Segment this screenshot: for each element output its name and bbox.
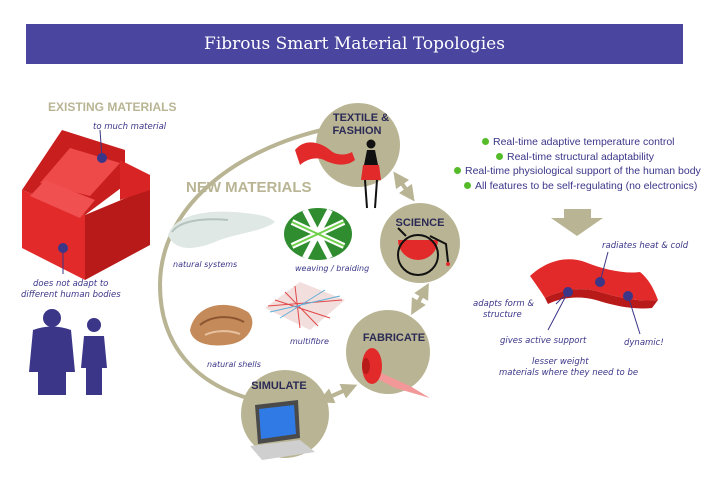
green-bullet-icon (464, 181, 471, 189)
page-title: Fibrous Smart Material Topologies (204, 34, 505, 54)
arrow-science-fabricate (411, 283, 429, 315)
adaptive-fabric-icon (530, 259, 658, 301)
fabric-shadow (545, 289, 658, 309)
note-dynamic: dynamic! (624, 338, 664, 348)
green-bullet-icon (496, 152, 503, 160)
marker-dot (97, 153, 107, 163)
feature-item: Real-time physiological support of the h… (454, 164, 701, 179)
leader-line (627, 295, 641, 335)
cycle-arc (157, 126, 331, 402)
natural-shells-image (190, 304, 253, 346)
existing-materials-heading: EXISTING MATERIALS (48, 100, 176, 114)
node-label-textile-2: FASHION (333, 125, 382, 137)
marker-dot (595, 277, 605, 287)
note-not-adapt-1: does not adapt to (33, 279, 108, 289)
marker-dot (58, 243, 68, 253)
item-label: natural systems (173, 260, 237, 269)
green-bullet-icon (482, 138, 489, 145)
leader-line (547, 291, 569, 331)
feature-item: Real-time adaptive temperature control (482, 135, 701, 150)
leader-line (599, 251, 609, 283)
note-radiates: radiates heat & cold (602, 241, 689, 251)
woman-figure-icon (361, 139, 381, 209)
title-banner: Fibrous Smart Material Topologies (26, 24, 683, 64)
note-adapts-1: adapts form & (473, 299, 534, 309)
item-label: multifibre (290, 337, 329, 346)
arrow-textile-science (393, 171, 415, 202)
marker-dot (623, 291, 633, 301)
human-figures-icon (29, 309, 107, 395)
item-label: natural shells (207, 360, 261, 369)
feature-list: Real-time adaptive temperature control R… (454, 135, 701, 193)
down-arrow-icon (551, 209, 603, 236)
natural-systems-image (168, 211, 275, 248)
laptop-icon (250, 400, 315, 460)
item-label: weaving / braiding (295, 264, 369, 273)
note-support: gives active support (500, 336, 587, 346)
node-label-simulate: SIMULATE (251, 380, 306, 392)
note-too-much-material: to much material (93, 122, 167, 132)
new-materials-heading: NEW MATERIALS (186, 179, 312, 196)
feature-item: Real-time structural adaptability (482, 150, 701, 165)
red-armchair (22, 130, 150, 280)
weaving-braiding-image (284, 208, 352, 260)
note-lesser-1: lesser weight (532, 357, 589, 367)
flask-icon (397, 227, 450, 276)
arrow-fabricate-simulate (317, 383, 358, 404)
feature-item: All features to be self-regulating (no e… (464, 179, 701, 194)
red-fabric-icon (295, 142, 355, 165)
node-label-science: SCIENCE (396, 217, 445, 229)
fabric-roll-icon (362, 348, 430, 398)
node-label-textile-1: TEXTILE & (333, 112, 389, 124)
multifibre-image (265, 282, 345, 330)
green-bullet-icon (454, 167, 461, 174)
node-label-fabricate: FABRICATE (363, 332, 425, 344)
note-lesser-2: materials where they need to be (499, 368, 638, 378)
note-not-adapt-2: different human bodies (21, 290, 121, 300)
note-adapts-2: structure (483, 310, 522, 320)
